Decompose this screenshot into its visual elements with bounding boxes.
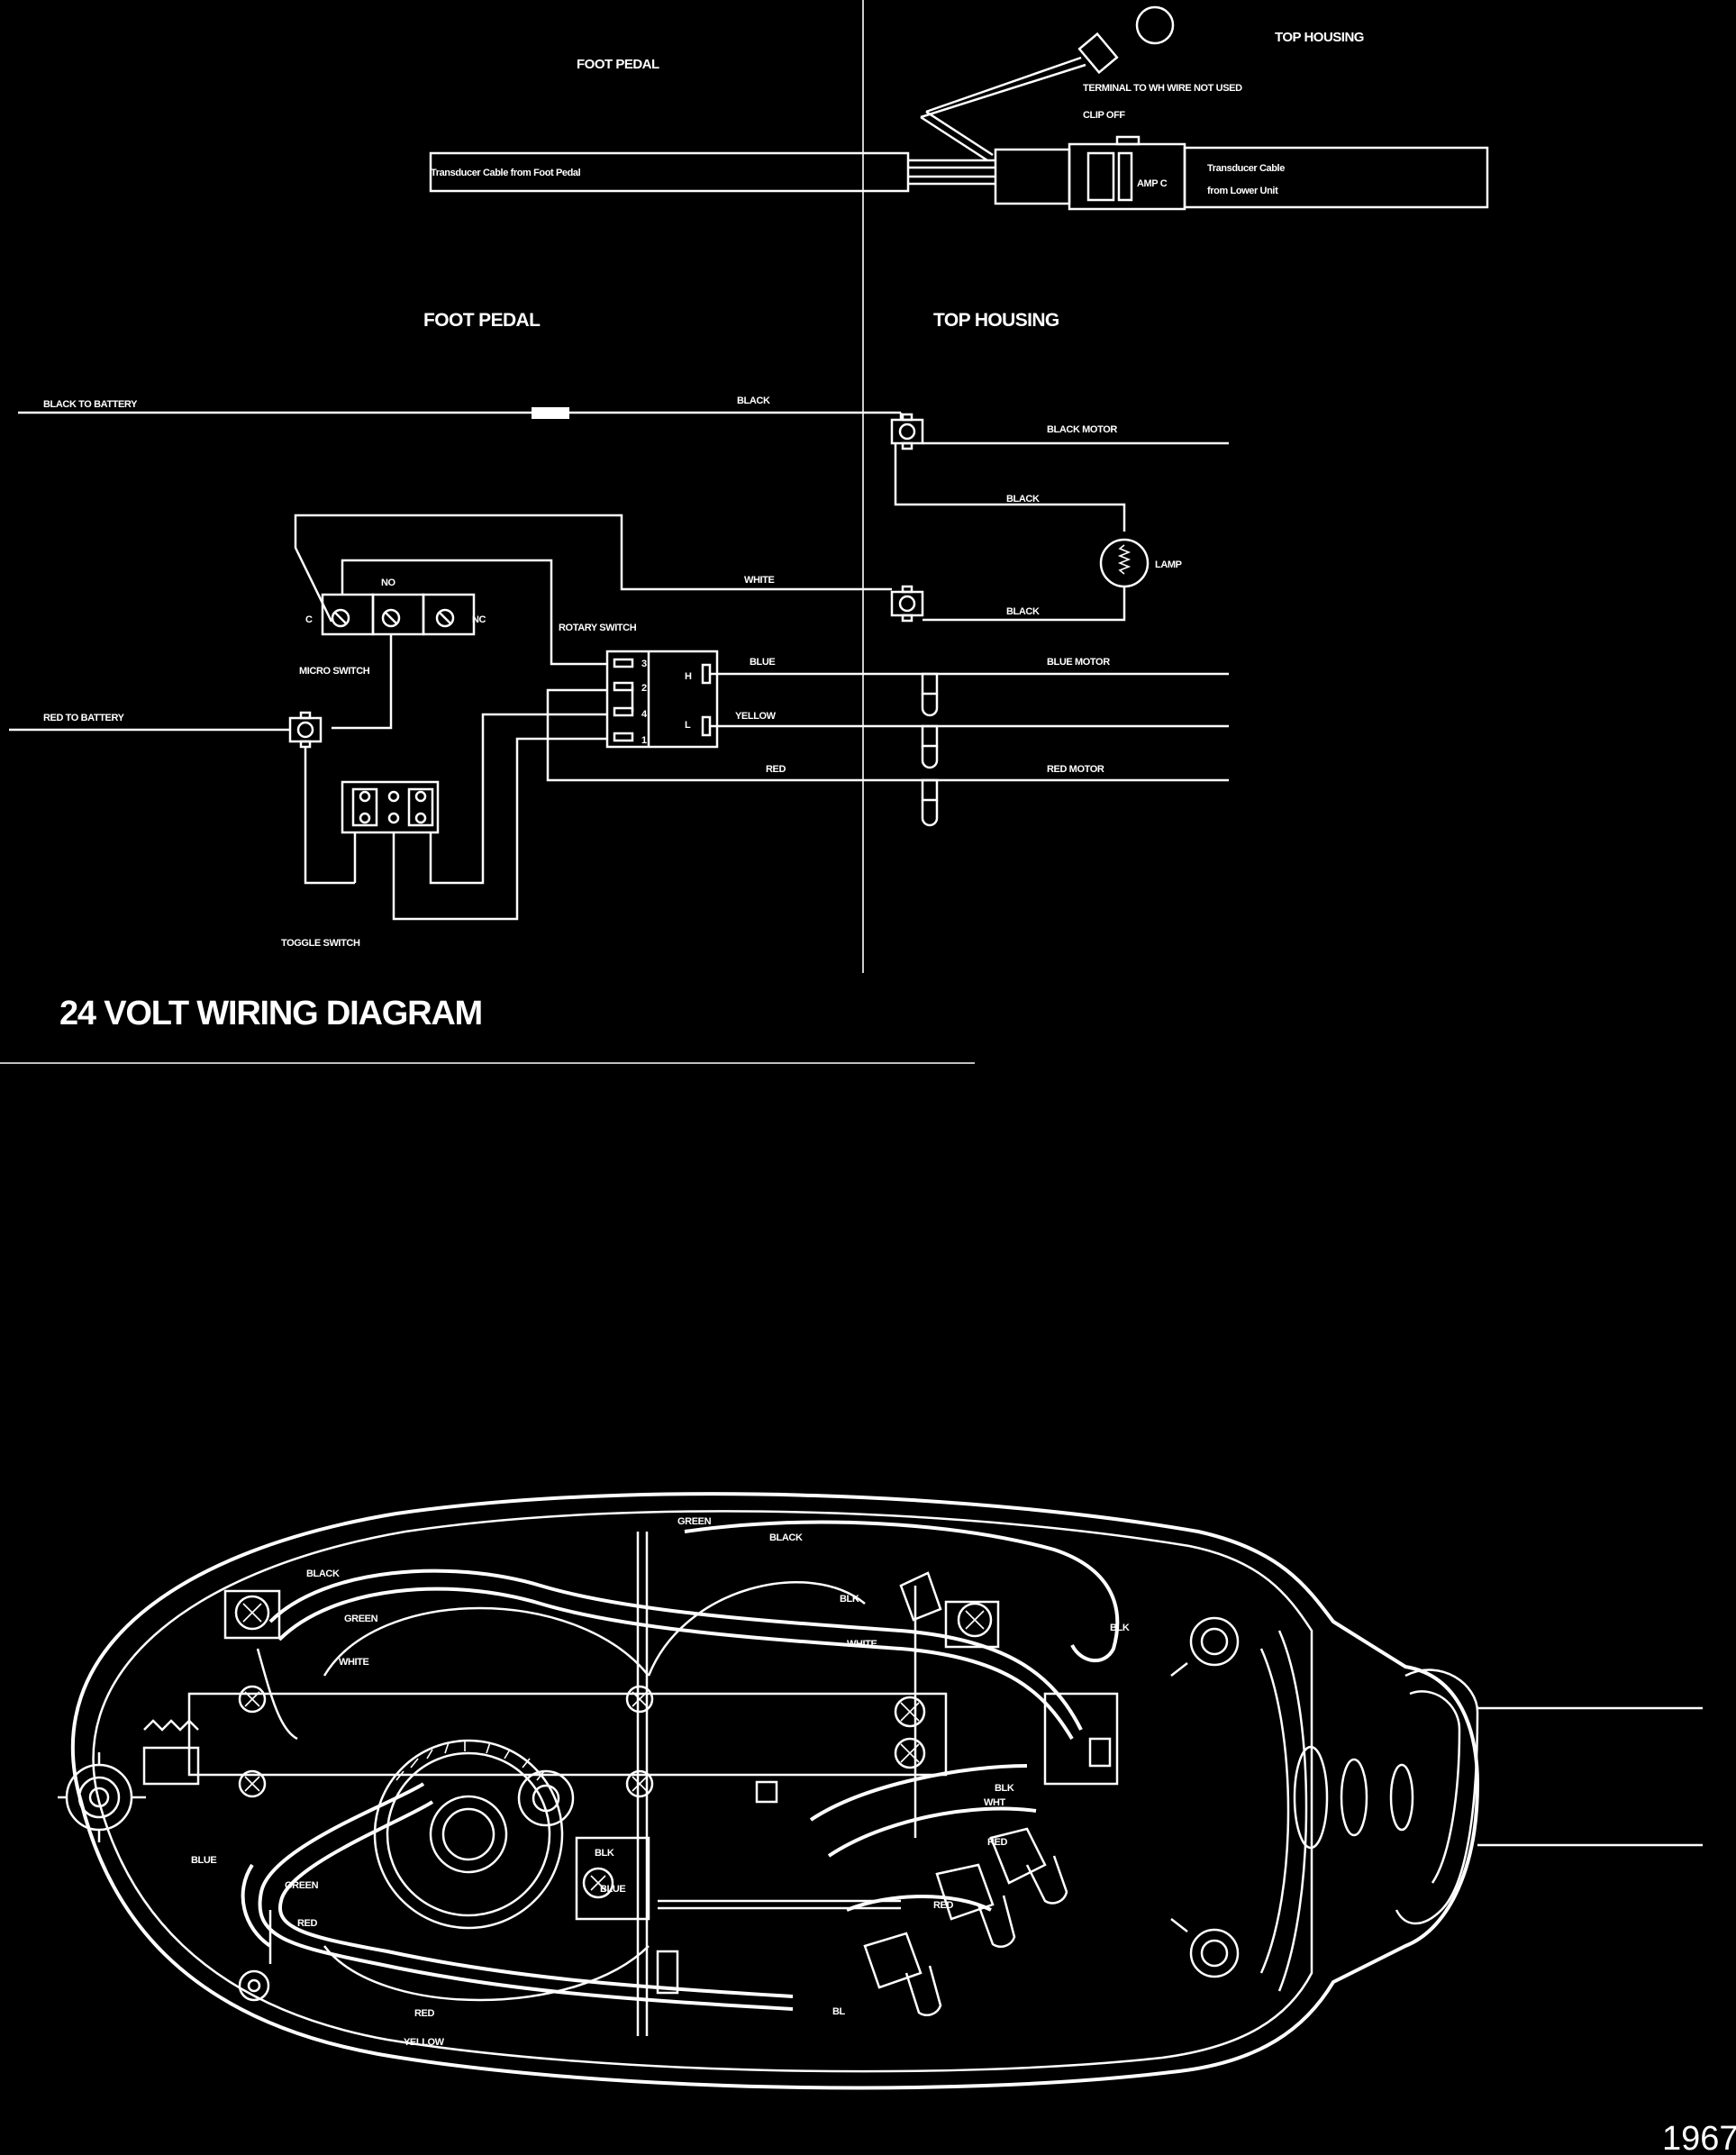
- housing-label-yellow-bottom: YELLOW: [404, 2037, 445, 2048]
- black-lamp-bottom-label: BLACK: [1006, 606, 1040, 617]
- blue-motor-label: BLUE MOTOR: [1047, 657, 1110, 668]
- micro-nc-label: NC: [472, 614, 486, 625]
- top-left-screw: [223, 1589, 281, 1640]
- black-wire-label: BLACK: [737, 396, 770, 406]
- housing-label-red-lower: RED: [933, 1900, 953, 1911]
- diagram-title: 24 VOLT WIRING DIAGRAM: [59, 995, 482, 1032]
- toggle-switch-label: TOGGLE SWITCH: [281, 938, 360, 949]
- housing-label-blk-far: BLK: [1110, 1623, 1130, 1633]
- lead-connector-1: [989, 1827, 1068, 1905]
- right-screw-top: [1170, 1616, 1240, 1677]
- housing-label-red-left: RED: [297, 1918, 317, 1929]
- white-wire-label: WHITE: [744, 575, 775, 586]
- housing-label-green-left: GREEN: [344, 1614, 378, 1624]
- top-right-screw: [944, 1600, 1000, 1649]
- lamp-label: LAMP: [1155, 559, 1182, 570]
- motor-wires: BLUE BLUE MOTOR YELLOW RED RED MOTOR: [546, 657, 1229, 827]
- transducer-lower-label-1: Transducer Cable: [1207, 163, 1285, 174]
- lamp-symbol: LAMP BLACK: [923, 538, 1182, 622]
- terminal-black-motor: BLACK MOTOR BLACK: [890, 413, 1229, 532]
- rotary-switch: ROTARY SWITCH 3 2 4 1 H L: [559, 623, 719, 749]
- black-battery-wire: BLACK TO BATTERY BLACK: [18, 396, 903, 420]
- control-board: [575, 1836, 650, 1921]
- section-dividers: [0, 0, 975, 1064]
- toggle-switch: TOGGLE SWITCH: [281, 713, 607, 949]
- rotary-pin-4: 4: [641, 709, 648, 720]
- housing-label-green-lower: GREEN: [285, 1880, 319, 1891]
- lead-connector-4: [899, 1571, 942, 1622]
- yellow-wire-label: YELLOW: [735, 711, 777, 722]
- micro-switch-label: MICRO SWITCH: [299, 666, 370, 677]
- transducer-lower-label-2: from Lower Unit: [1207, 186, 1278, 196]
- foot-pedal-label-top: FOOT PEDAL: [577, 57, 659, 72]
- rotary-pin-3: 3: [641, 659, 647, 669]
- red-wire-label: RED: [766, 764, 786, 775]
- amp-connector: AMP C: [994, 135, 1186, 211]
- transducer-pedal-label: Transducer Cable from Foot Pedal: [431, 168, 581, 178]
- lead-connector-3: [863, 1932, 942, 2016]
- terminal-note-label: TERMINAL TO WH WIRE NOT USED: [1083, 83, 1242, 94]
- transducer-cable-pedal: Transducer Cable from Foot Pedal: [429, 151, 995, 193]
- housing-wire-labels: GREEN BLACK BLACK GREEN WHITE BLK WHITE …: [191, 1516, 1130, 2048]
- red-motor-label: RED MOTOR: [1047, 764, 1104, 775]
- amp-c-label: AMP C: [1137, 178, 1168, 189]
- mounting-plate: [187, 1692, 948, 1777]
- housing-label-blk-right: BLK: [840, 1594, 859, 1605]
- steering-gear: [323, 1581, 866, 2002]
- ring-terminal-lead: [920, 5, 1175, 162]
- plate-screws: [238, 1685, 926, 1798]
- rotary-pin-l: L: [685, 720, 691, 731]
- foot-pedal-label: FOOT PEDAL: [423, 310, 541, 331]
- housing-label-red-bottom: RED: [414, 2008, 434, 2019]
- black-motor-label: BLACK MOTOR: [1047, 424, 1117, 435]
- micro-no-label: NO: [381, 577, 396, 588]
- terminal-white: [890, 585, 924, 623]
- inline-fuse: [532, 407, 569, 419]
- top-housing-label-top: TOP HOUSING: [1275, 30, 1364, 45]
- housing-illustration: GREEN BLACK BLACK GREEN WHITE BLK WHITE …: [58, 1492, 1703, 2090]
- motor-connector-blue: [921, 672, 939, 717]
- black-lamp-top-label: BLACK: [1006, 494, 1040, 505]
- transducer-connection-diagram: FOOT PEDAL TOP HOUSING TERMINAL TO WH WI…: [429, 5, 1489, 211]
- housing-label-bl-bottom: BL: [832, 2006, 846, 2017]
- micro-c-label: C: [305, 614, 313, 625]
- housing-label-green-top: GREEN: [677, 1516, 712, 1527]
- schematic-diagram: FOOT PEDAL TOP HOUSING BLACK TO BATTERY …: [9, 310, 1229, 949]
- right-screw-bottom: [1170, 1918, 1240, 1978]
- housing-label-blue-left: BLUE: [191, 1855, 216, 1866]
- cable-grommet: [1043, 1692, 1119, 1786]
- housing-label-white-left: WHITE: [339, 1657, 369, 1668]
- housing-label-wht-mid: WHT: [984, 1797, 1006, 1808]
- rotary-switch-label: ROTARY SWITCH: [559, 623, 637, 633]
- motor-connector-yellow: [921, 724, 939, 769]
- rotary-pin-2: 2: [641, 683, 647, 694]
- top-housing-label: TOP HOUSING: [933, 310, 1059, 331]
- housing-label-red-mid: RED: [987, 1837, 1007, 1848]
- housing-label-blue-center: BLUE: [600, 1884, 625, 1895]
- housing-label-blk-mid: BLK: [995, 1783, 1014, 1794]
- left-pivot: [58, 1752, 146, 1842]
- black-to-battery-label: BLACK TO BATTERY: [43, 399, 138, 410]
- housing-label-black-top: BLACK: [769, 1532, 803, 1543]
- clip-off-label: CLIP OFF: [1083, 110, 1125, 121]
- rotary-pin-h: H: [685, 671, 692, 682]
- housing-label-blk-center: BLK: [595, 1848, 614, 1859]
- motor-connector-red: [921, 778, 939, 827]
- page-number: 1967: [1662, 2120, 1736, 2155]
- housing-outer-shell: [70, 1492, 1480, 2090]
- blue-wire-label: BLUE: [750, 657, 775, 668]
- housing-label-white-right: WHITE: [847, 1639, 877, 1650]
- red-to-battery-label: RED TO BATTERY: [43, 713, 125, 723]
- housing-label-black-left: BLACK: [306, 1569, 340, 1579]
- lead-connector-2: [935, 1863, 1016, 1948]
- micro-switch: NO C NC MICRO SWITCH: [299, 559, 607, 730]
- red-battery-wire: RED TO BATTERY: [9, 711, 355, 885]
- transducer-cable-lower: Transducer Cable from Lower Unit: [1183, 146, 1489, 209]
- rotary-pin-1: 1: [641, 735, 647, 746]
